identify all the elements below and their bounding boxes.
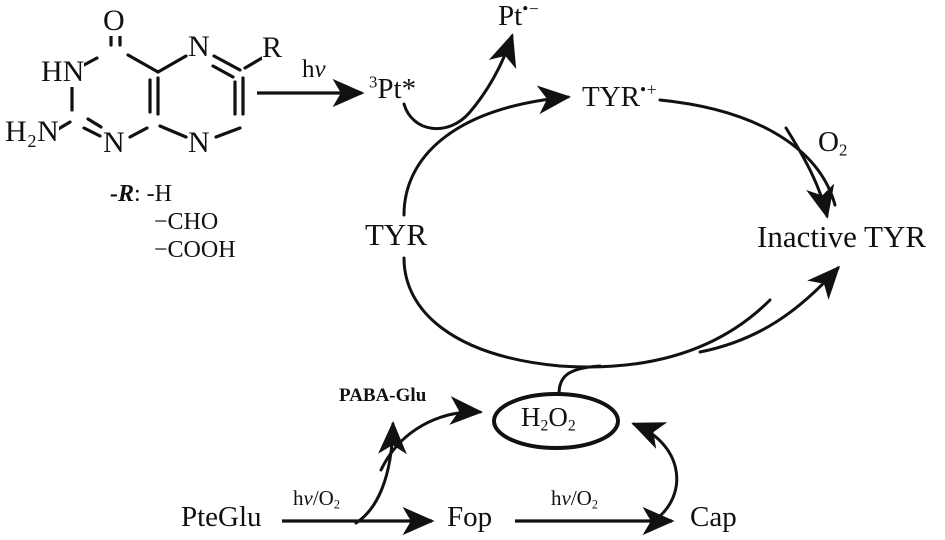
paba-glu-label: PABA-Glu: [339, 385, 427, 406]
r-group-prefix: -R: [110, 181, 134, 207]
peroxide-cycle-connector: [557, 364, 602, 396]
r-group-legend: -R : -H −CHO −COOH: [110, 182, 236, 262]
r-group-colon: :: [134, 181, 141, 207]
inactive-tyr-label: Inactive TYR: [757, 219, 927, 254]
r-group-item-2: −COOH: [154, 237, 236, 263]
r-group-item-0: -H: [146, 181, 172, 207]
cap-label: Cap: [690, 501, 737, 533]
atom-label-r-substituent: R: [262, 31, 283, 64]
oxygen-label: O2: [818, 126, 848, 160]
photolysis-label-1: hν/O2: [293, 486, 340, 512]
pteglu-label: PteGlu: [181, 501, 262, 533]
excited-platinum-label: 3Pt*: [369, 72, 417, 105]
cycle-to-inactive-tyr-arrow: [698, 265, 841, 354]
r-group-item-1: −CHO: [154, 209, 219, 235]
pt-radical-anion-label: Pt•−: [498, 0, 540, 32]
tyr-label: TYR: [365, 217, 427, 252]
pterin-structure-bonds: [53, 24, 264, 139]
paba-glu-branch-arrow: [354, 421, 407, 525]
atom-label-ring-nh: HN: [41, 55, 85, 88]
fop-label: Fop: [447, 501, 493, 533]
atom-label-pyrazine-n8: N: [188, 126, 210, 159]
oxygen-addition-arrow: [784, 126, 835, 219]
atom-label-ring-n3: N: [103, 126, 125, 159]
tyr-radical-cation-label: TYR•+: [582, 79, 658, 113]
peroxide-branch-arrow-2: [631, 422, 679, 518]
atom-label-carbonyl-oxygen: O: [103, 4, 125, 37]
pt-reduction-arrow: [402, 33, 517, 130]
photolysis-label-2: hν/O2: [551, 486, 598, 512]
excitation-label: hν: [302, 56, 326, 83]
atom-label-amino: H₂N: [5, 115, 59, 148]
hydrogen-peroxide-ellipse: [492, 392, 620, 450]
atom-label-pyrazine-n5: N: [188, 30, 210, 63]
peroxide-branch-arrow-1: [379, 396, 483, 472]
hydrogen-peroxide-label: H2O2: [521, 402, 576, 435]
